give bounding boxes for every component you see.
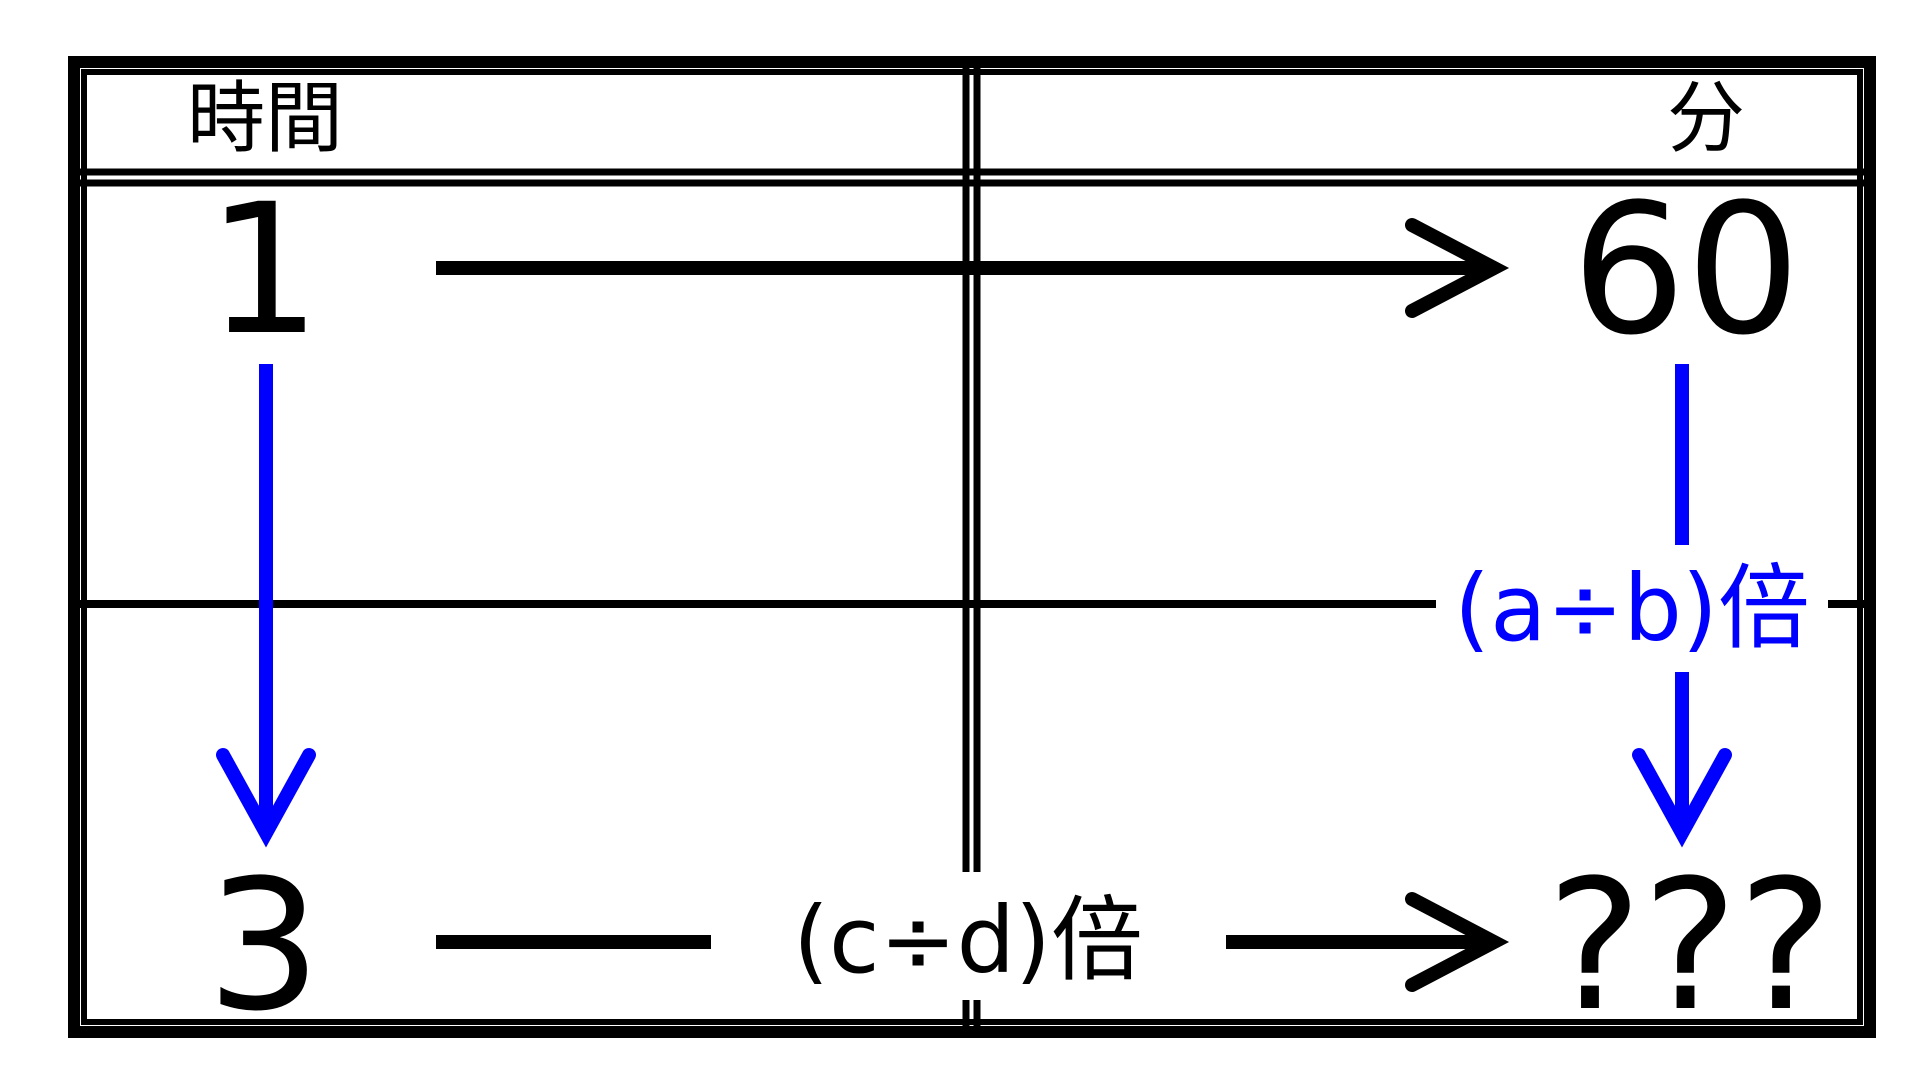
value-hours-top: 1 bbox=[207, 166, 322, 375]
arrow-right-head bbox=[1632, 748, 1732, 848]
header-hours-label: 時間 bbox=[187, 74, 343, 164]
arrow-top-head bbox=[1405, 218, 1510, 318]
table-inner-frame bbox=[81, 69, 1863, 1025]
value-minutes-top: 60 bbox=[1571, 166, 1800, 375]
arrow-bottom-head bbox=[1405, 892, 1510, 992]
vertical-factor-label: (a÷b)倍 bbox=[1454, 555, 1810, 662]
horizontal-factor-label: (c÷d)倍 bbox=[793, 887, 1143, 994]
table-outer-frame bbox=[68, 56, 1876, 1038]
arrow-left-head bbox=[216, 748, 316, 848]
header-minutes-label: 分 bbox=[1667, 74, 1745, 164]
value-hours-bottom: 3 bbox=[207, 842, 322, 1051]
value-minutes-bottom: ??? bbox=[1547, 842, 1834, 1051]
